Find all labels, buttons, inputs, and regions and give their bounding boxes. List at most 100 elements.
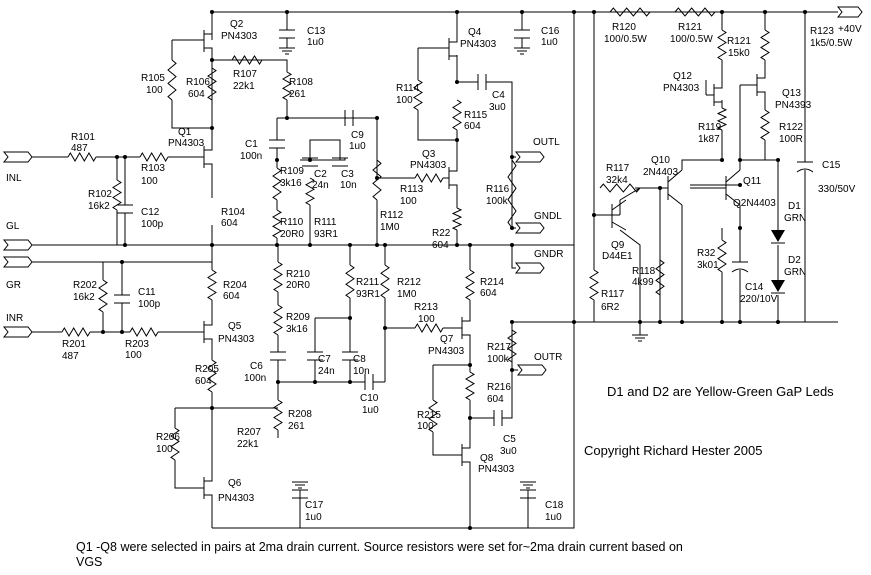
resistor-zigzag xyxy=(231,55,263,65)
r206-ref: R206 xyxy=(156,432,180,443)
r119-value: 1k87 xyxy=(698,134,720,145)
q12-part: PN4303 xyxy=(663,83,700,94)
q9-ref: Q9 xyxy=(611,240,625,251)
q7-symbol xyxy=(455,317,471,340)
r211-ref: R211 xyxy=(356,277,380,288)
r120-value: 100/0.5W xyxy=(604,34,647,45)
led-symbols xyxy=(771,230,785,294)
q3-ref: Q3 xyxy=(422,149,436,160)
r203-ref: R203 xyxy=(125,339,149,350)
q13-symbol xyxy=(752,74,766,96)
c8-ref: C8 xyxy=(353,354,366,365)
c4-ref: C4 xyxy=(492,90,505,101)
c5-value: 3u0 xyxy=(500,446,517,457)
r117b-value: 6R2 xyxy=(601,302,620,313)
c7-value: 24n xyxy=(318,366,335,377)
r201-ref: R201 xyxy=(62,339,86,350)
r115-ref: R115 xyxy=(464,110,488,121)
r122-ref: R122 xyxy=(779,122,803,133)
r103-value: 100 xyxy=(141,176,158,187)
resistor-zigzag xyxy=(716,107,728,131)
c3-ref: C3 xyxy=(341,169,354,180)
q9-symbol xyxy=(594,199,627,231)
q11-part: Q2N4403 xyxy=(733,198,776,209)
r117-ref: R117 xyxy=(606,163,630,174)
resistor-zigzag xyxy=(273,399,283,431)
resistor-zigzag xyxy=(428,399,438,433)
r213-value: 100 xyxy=(418,314,435,325)
resistor-zigzag xyxy=(717,239,727,273)
r32-value: 3k01 xyxy=(697,260,719,271)
resistor-zigzag xyxy=(674,7,716,17)
q8-ref: Q8 xyxy=(480,453,494,464)
r215-value: 100 xyxy=(417,421,434,432)
r115-value: 604 xyxy=(464,121,481,132)
r217-value: 100k xyxy=(487,354,510,365)
r109-value: 3k16 xyxy=(280,178,302,189)
r105-value: 100 xyxy=(146,85,163,96)
c14-value: 220/10V xyxy=(740,294,778,305)
resistor-zigzag xyxy=(139,152,169,162)
resistor-zigzag xyxy=(112,179,122,211)
c9-value: 1u0 xyxy=(349,141,366,152)
port-label-inr: INR xyxy=(6,313,23,324)
r107-ref: R107 xyxy=(233,69,257,80)
q6-symbol xyxy=(198,470,213,500)
r108-ref: R108 xyxy=(289,77,313,88)
resistor-zigzag xyxy=(760,29,770,61)
r22-value: 604 xyxy=(432,240,449,251)
d1-ref: D1 xyxy=(788,201,801,212)
c1-ref: C1 xyxy=(245,139,258,150)
resistor-zigzag xyxy=(272,209,282,239)
r123-ref: R123 xyxy=(810,26,834,37)
resistor-zigzag xyxy=(451,207,463,231)
c12-ref: C12 xyxy=(141,207,160,218)
q7-ref: Q7 xyxy=(440,334,454,345)
q2-ref: Q2 xyxy=(230,19,244,30)
q6-part: PN4303 xyxy=(218,493,255,504)
r212-value: 1M0 xyxy=(397,289,417,300)
c7-ref: C7 xyxy=(318,354,331,365)
r121-ref: R121 xyxy=(678,22,702,33)
c2-ref: C2 xyxy=(314,169,327,180)
r110-value: 20R0 xyxy=(280,229,304,240)
r111-ref: R111 xyxy=(314,217,337,228)
r108-value: 261 xyxy=(289,89,306,100)
resistor-zigzag xyxy=(273,304,283,336)
transistor-symbols xyxy=(198,28,766,500)
r210-value: 20R0 xyxy=(286,280,310,291)
ground-symbols xyxy=(279,47,648,489)
r119-ref: R119 xyxy=(698,122,722,133)
q4-symbol xyxy=(445,35,458,62)
r117b-ref: R117 xyxy=(601,289,625,300)
resistor-zigzag xyxy=(414,173,444,183)
q8-symbol xyxy=(458,440,471,470)
resistor-zigzag xyxy=(413,79,423,111)
q2-part: PN4303 xyxy=(221,31,258,42)
port-symbols xyxy=(2,6,863,376)
port-labels: INL GL GR INR OUTL GNDL GNDR OUTR +40V xyxy=(6,24,862,363)
r104-value: 604 xyxy=(221,218,238,229)
r206-value: 100 xyxy=(156,444,173,455)
resistor-zigzag xyxy=(380,264,390,299)
resistor-zigzag xyxy=(345,264,355,299)
port-label-gndr: GNDR xyxy=(534,249,563,260)
r113-value: 100 xyxy=(400,196,417,207)
r216-value: 604 xyxy=(487,394,504,405)
c14-ref: C14 xyxy=(745,282,764,293)
led-note: D1 and D2 are Yellow-Green GaP Leds xyxy=(607,384,834,399)
resistor-zigzag xyxy=(589,269,599,301)
r111-value: 93R1 xyxy=(314,229,338,240)
port-label-supply: +40V xyxy=(838,24,862,35)
r107-value: 22k1 xyxy=(233,81,255,92)
resistor-zigzag xyxy=(599,183,641,193)
r101-ref: R101 xyxy=(71,132,95,143)
c15-ref: C15 xyxy=(822,160,841,171)
resistor-zigzag xyxy=(507,329,517,363)
r208-value: 261 xyxy=(288,421,305,432)
port-label-inl: INL xyxy=(6,173,22,184)
resistor-zigzag xyxy=(272,167,282,201)
r214-ref: R214 xyxy=(480,277,504,288)
q10-part: 2N4403 xyxy=(643,167,678,178)
